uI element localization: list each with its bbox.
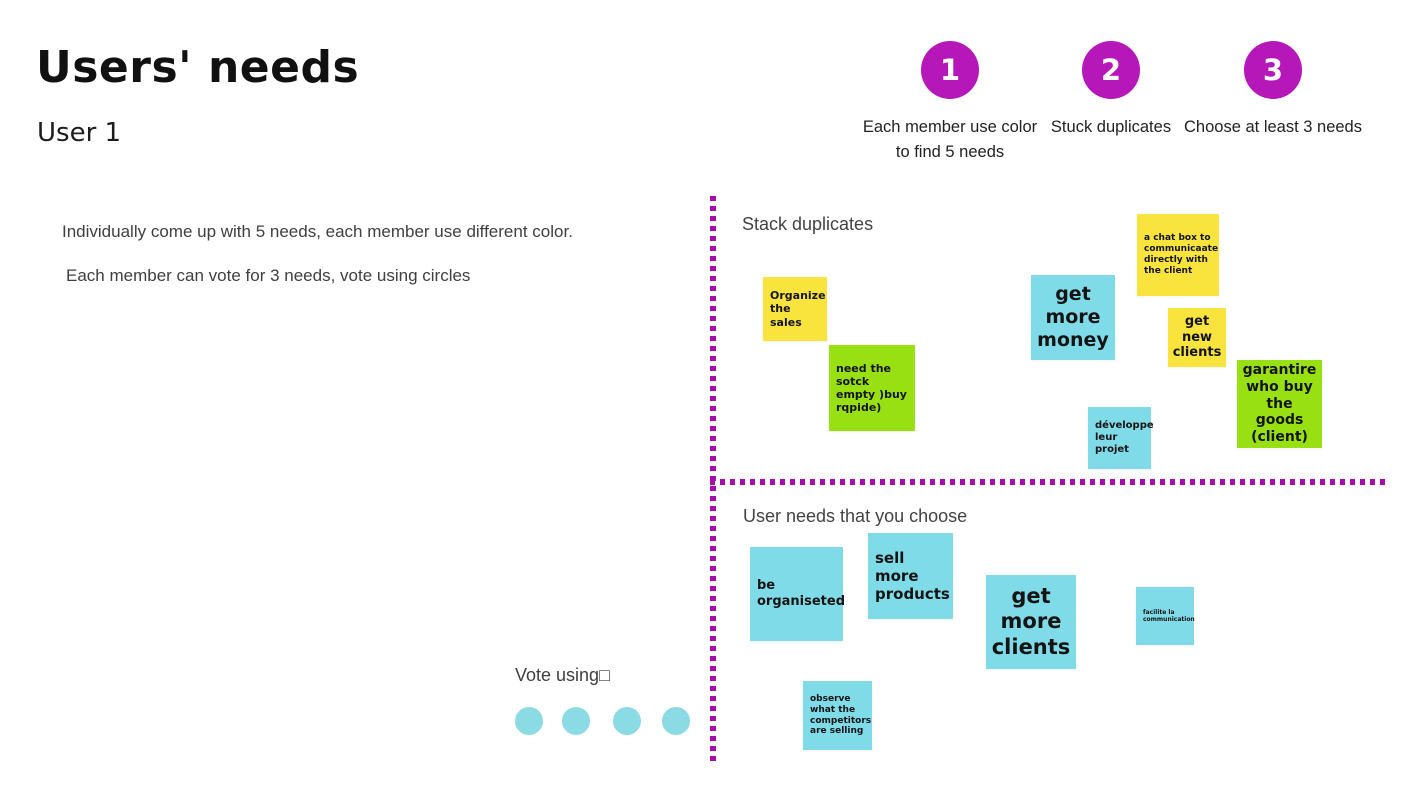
step-label: Choose at least 3 needs: [1184, 118, 1362, 136]
sticky-note[interactable]: a chat box to communicaate directly with…: [1137, 214, 1219, 296]
sticky-note[interactable]: Organize the sales: [763, 277, 827, 341]
sticky-note[interactable]: need the sotck empty )buy rqpide): [829, 345, 915, 431]
sticky-note[interactable]: garantire who buy the goods (client): [1237, 360, 1322, 448]
instruction-line-1: Individually come up with 5 needs, each …: [62, 222, 573, 241]
vote-circle[interactable]: [512, 704, 546, 738]
section-heading-stack-duplicates: Stack duplicates: [742, 214, 874, 234]
step-label: Each member use color to find 5 needs: [862, 118, 1038, 161]
section-heading-user-needs: User needs that you choose: [743, 506, 968, 526]
sticky-note[interactable]: sell more products: [868, 533, 953, 619]
divider-horizontal-dotted: [710, 479, 1386, 485]
page-subtitle: User 1: [37, 118, 122, 148]
vote-using-label: Vote using□: [515, 665, 610, 685]
sticky-note[interactable]: get more clients: [986, 575, 1076, 669]
sticky-note[interactable]: observe what the competitors are selling: [803, 681, 872, 750]
vote-circle[interactable]: [659, 704, 693, 738]
step-label: Stuck duplicates: [1050, 118, 1172, 136]
scribble-mark: [73, 707, 88, 722]
step-number-badge: 1: [921, 41, 979, 99]
sticky-note[interactable]: be organiseted: [750, 547, 845, 641]
instruction-line-2: Each member can vote for 3 needs, vote u…: [66, 266, 471, 285]
sticky-note[interactable]: get more money: [1031, 275, 1115, 360]
canvas-frame: Individually come up with 5 needs, each …: [37, 196, 1386, 766]
page-title: Users' needs: [36, 42, 360, 93]
sticky-note[interactable]: get new clients: [1168, 308, 1226, 367]
step-number-badge: 2: [1082, 41, 1140, 99]
vote-circle[interactable]: [559, 704, 593, 738]
sticky-note[interactable]: facilite la communication: [1136, 587, 1195, 645]
vote-circle[interactable]: [610, 704, 644, 738]
sticky-note[interactable]: développe leur projet: [1088, 407, 1154, 469]
step-number-badge: 3: [1244, 41, 1302, 99]
